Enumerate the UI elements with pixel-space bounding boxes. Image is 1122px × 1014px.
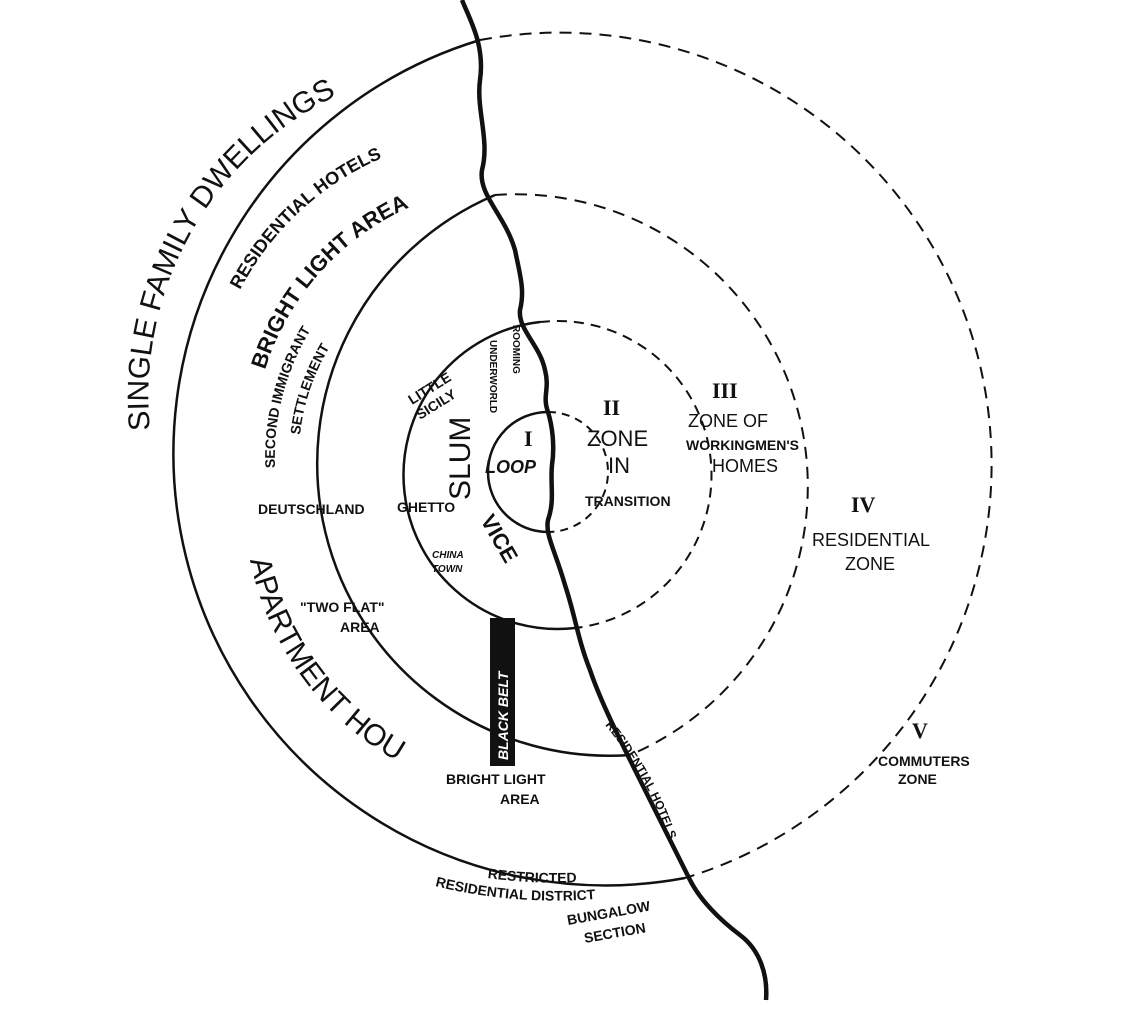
two-flat-label-2: AREA	[340, 619, 380, 635]
vice-label: VICE	[476, 510, 523, 567]
slum-label: SLUM	[444, 417, 477, 500]
zone-iv-line2: ZONE	[845, 554, 895, 574]
bright-light-bottom-label-1: BRIGHT LIGHT	[446, 771, 546, 787]
zone-iv-line1: RESIDENTIAL	[812, 530, 930, 550]
residential-hotels-lower-label: RESIDENTIAL HOTELS	[603, 718, 680, 841]
zone-iii-line3: HOMES	[712, 456, 778, 476]
zone-iv-numeral: IV	[851, 492, 876, 517]
two-flat-label-1: "TWO FLAT"	[300, 599, 385, 615]
deutschland-label: DEUTSCHLAND	[258, 501, 365, 517]
zone-iii-numeral: III	[712, 378, 738, 403]
lakeshore-line	[459, 0, 769, 1001]
zone-ii-line2: IN	[608, 453, 630, 478]
zone-iii-line2: WORKINGMEN'S	[686, 437, 799, 453]
zone-v-line2: ZONE	[898, 771, 937, 787]
restricted-label: RESTRICTED	[487, 865, 577, 885]
rooming-label: ROOMING	[510, 325, 521, 374]
ghetto-label: GHETTO	[397, 499, 455, 515]
china-town-label-1: CHINA	[432, 550, 464, 561]
zone-ii-line1: ZONE	[587, 426, 648, 451]
zone-i-boundary-dashed	[547, 411, 609, 533]
zone-v-line1: COMMUTERS	[878, 753, 970, 769]
bright-light-bottom-label-2: AREA	[500, 791, 540, 807]
zone-ii-numeral: II	[603, 395, 620, 420]
zone-v-numeral: V	[912, 718, 928, 743]
apartment-houses-label: APARTMENT HOUSES	[0, 0, 410, 767]
china-town-label-2: TOWN	[432, 564, 463, 575]
black-belt-label: BLACK BELT	[495, 670, 511, 760]
black-belt-bar	[490, 618, 515, 766]
zone-i-boundary-solid	[486, 410, 549, 534]
zone-iv-boundary-dashed	[494, 193, 809, 756]
underworld-label: UNDERWORLD	[487, 340, 498, 413]
zone-v-boundary-solid	[172, 38, 686, 887]
bright-light-area-top-label: BRIGHT LIGHT AREA	[246, 189, 412, 372]
zone-iii-line1: ZONE OF	[688, 411, 768, 431]
zone-i-numeral: I	[524, 426, 533, 451]
zone-iii-boundary-dashed	[539, 320, 713, 629]
zone-v-boundary-dashed	[479, 31, 993, 879]
zone-i-label: LOOP	[485, 457, 537, 477]
zone-ii-line3: TRANSITION	[585, 493, 671, 509]
